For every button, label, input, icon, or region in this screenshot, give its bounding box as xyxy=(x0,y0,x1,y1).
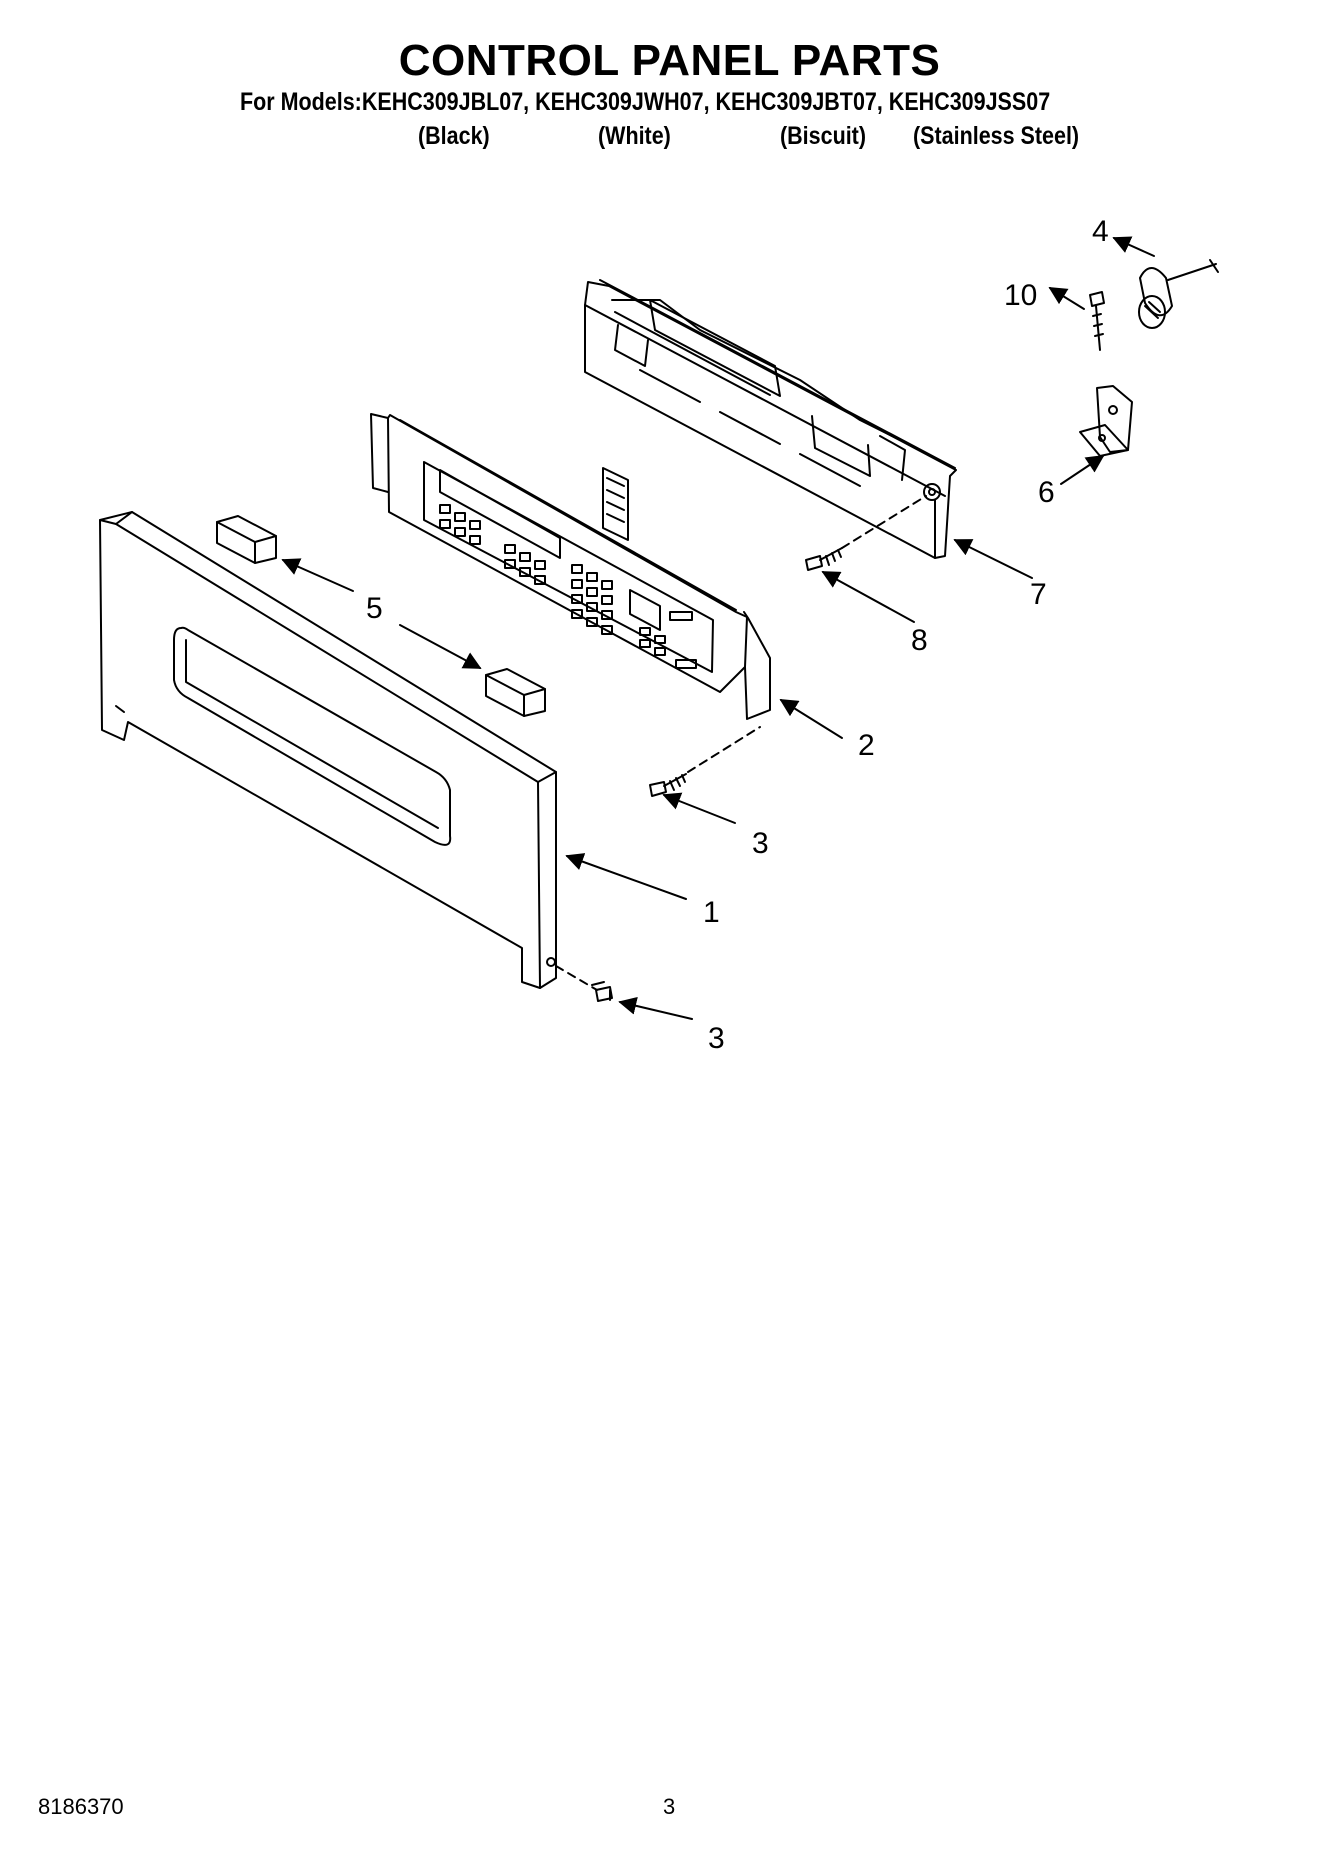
page-title: CONTROL PANEL PARTS xyxy=(398,36,941,85)
callout-5: 5 xyxy=(366,592,383,625)
part-3-screw-lower xyxy=(591,981,613,1002)
callout-10: 10 xyxy=(1004,279,1037,312)
callout-8: 8 xyxy=(911,624,928,657)
part-8-screw xyxy=(805,547,843,571)
doc-number: 8186370 xyxy=(38,1794,124,1819)
part-4 xyxy=(1138,259,1219,329)
page-number: 3 xyxy=(663,1794,676,1819)
color-white: (White) xyxy=(598,122,671,150)
color-stainless-steel: (Stainless Steel) xyxy=(913,122,1080,150)
part-1-trim-frame xyxy=(99,511,557,989)
callout-1: 1 xyxy=(703,896,720,929)
part-6-bracket xyxy=(1079,385,1133,457)
callout-3-upper: 3 xyxy=(752,827,769,860)
callout-3-lower: 3 xyxy=(708,1022,725,1055)
part-3-screw-upper xyxy=(649,773,687,797)
leader-arrows xyxy=(281,236,1155,1020)
callout-4: 4 xyxy=(1092,215,1109,248)
color-biscuit: (Biscuit) xyxy=(780,122,866,150)
alignment-lines xyxy=(555,495,927,991)
part-5-spacer-bottom xyxy=(485,668,546,717)
part-5-spacer-top xyxy=(216,515,277,564)
models-line: For Models:KEHC309JBL07, KEHC309JWH07, K… xyxy=(240,88,1051,116)
callout-7: 7 xyxy=(1030,578,1047,611)
part-control-housing xyxy=(584,279,957,559)
color-black: (Black) xyxy=(418,122,490,150)
callout-2: 2 xyxy=(858,729,875,762)
part-2-control-panel xyxy=(370,413,771,720)
callout-6: 6 xyxy=(1038,476,1055,509)
part-10-screw xyxy=(1089,291,1105,351)
